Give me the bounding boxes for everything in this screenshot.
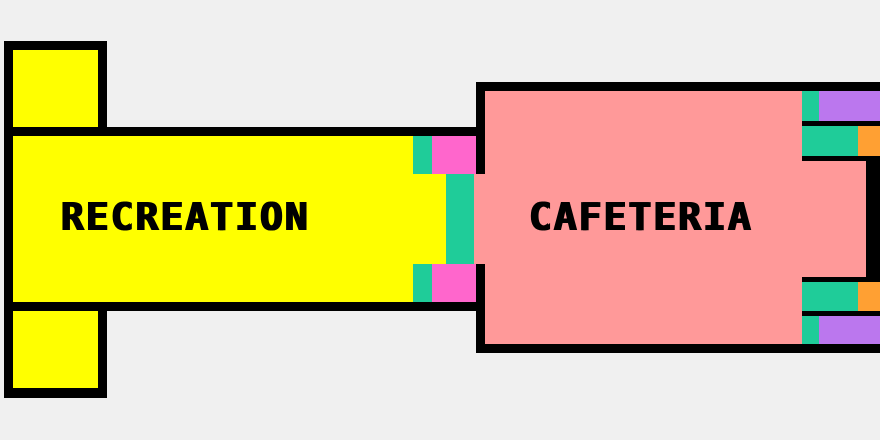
cafeteria-door-bottom-purple[interactable] xyxy=(819,316,880,344)
cafeteria-door-top-green-2[interactable] xyxy=(802,126,858,156)
recreation-door-top-green[interactable] xyxy=(413,136,432,174)
cafeteria-door-bottom-divider xyxy=(802,311,880,316)
cafeteria-right-wall xyxy=(866,156,880,280)
recreation-door-bottom-green[interactable] xyxy=(413,264,432,302)
room-connector[interactable] xyxy=(446,174,474,264)
cafeteria-door-top-green[interactable] xyxy=(802,91,819,121)
cafeteria-door-top-bottom-edge xyxy=(802,156,880,161)
recreation-label: RECREATION xyxy=(60,195,309,239)
cafeteria-door-bottom-orange[interactable] xyxy=(858,282,880,311)
cafeteria-door-bottom-top-edge xyxy=(802,277,880,282)
cafeteria-label: CAFETERIA xyxy=(528,195,752,239)
cafeteria-door-top-divider xyxy=(802,121,880,126)
recreation-room-fill xyxy=(13,136,476,302)
recreation-door-top-pink[interactable] xyxy=(432,136,476,174)
recreation-bottom-pillar-fill xyxy=(13,302,98,388)
recreation-door-bottom-pink[interactable] xyxy=(432,264,476,302)
cafeteria-door-top-purple[interactable] xyxy=(819,91,880,121)
recreation-top-pillar-fill xyxy=(13,50,98,136)
cafeteria-door-bottom-green[interactable] xyxy=(802,316,819,344)
room-connector-floor xyxy=(474,174,486,264)
cafeteria-door-bottom-green-2[interactable] xyxy=(802,282,858,311)
cafeteria-door-top-orange[interactable] xyxy=(858,126,880,156)
